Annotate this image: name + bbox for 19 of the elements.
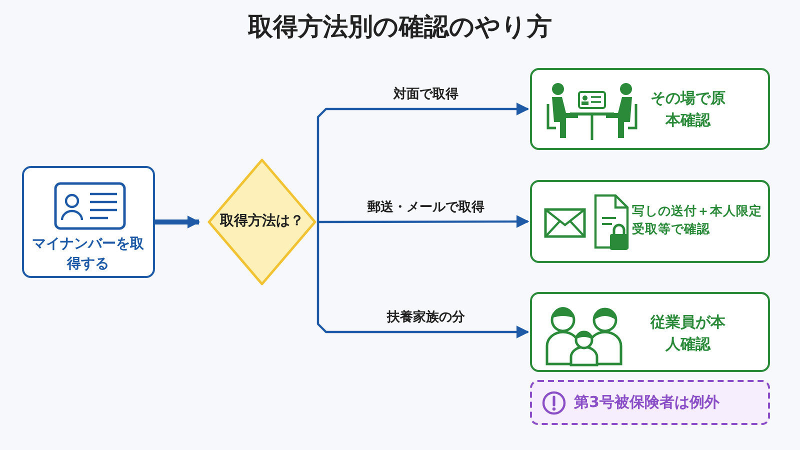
arrow [316, 220, 530, 338]
title: 取得方法別の確認のやり方 [246, 11, 553, 43]
result-box [530, 180, 770, 263]
note-box [530, 380, 770, 425]
result-box [530, 292, 770, 372]
note-text: 第3号被保険者は例外 [574, 392, 720, 413]
node-text: 取得方法は？ [218, 212, 305, 231]
arrow [316, 102, 530, 224]
node-text: 写しの送付＋本人限定受取等で確認 [632, 202, 763, 238]
edge-label: 対面で取得 [392, 86, 460, 103]
edge-label: 扶養家族の分 [386, 308, 466, 326]
node-text: その場で原本確認 [650, 88, 726, 131]
node-text: マイナンバーを取得する [32, 235, 144, 274]
edge-label: 郵送・メールで取得 [366, 198, 486, 216]
arrow [317, 215, 530, 228]
node-text: 従業員が本人確認 [649, 312, 726, 355]
process-box [22, 166, 155, 278]
result-box [530, 68, 770, 150]
arrow [155, 216, 200, 228]
